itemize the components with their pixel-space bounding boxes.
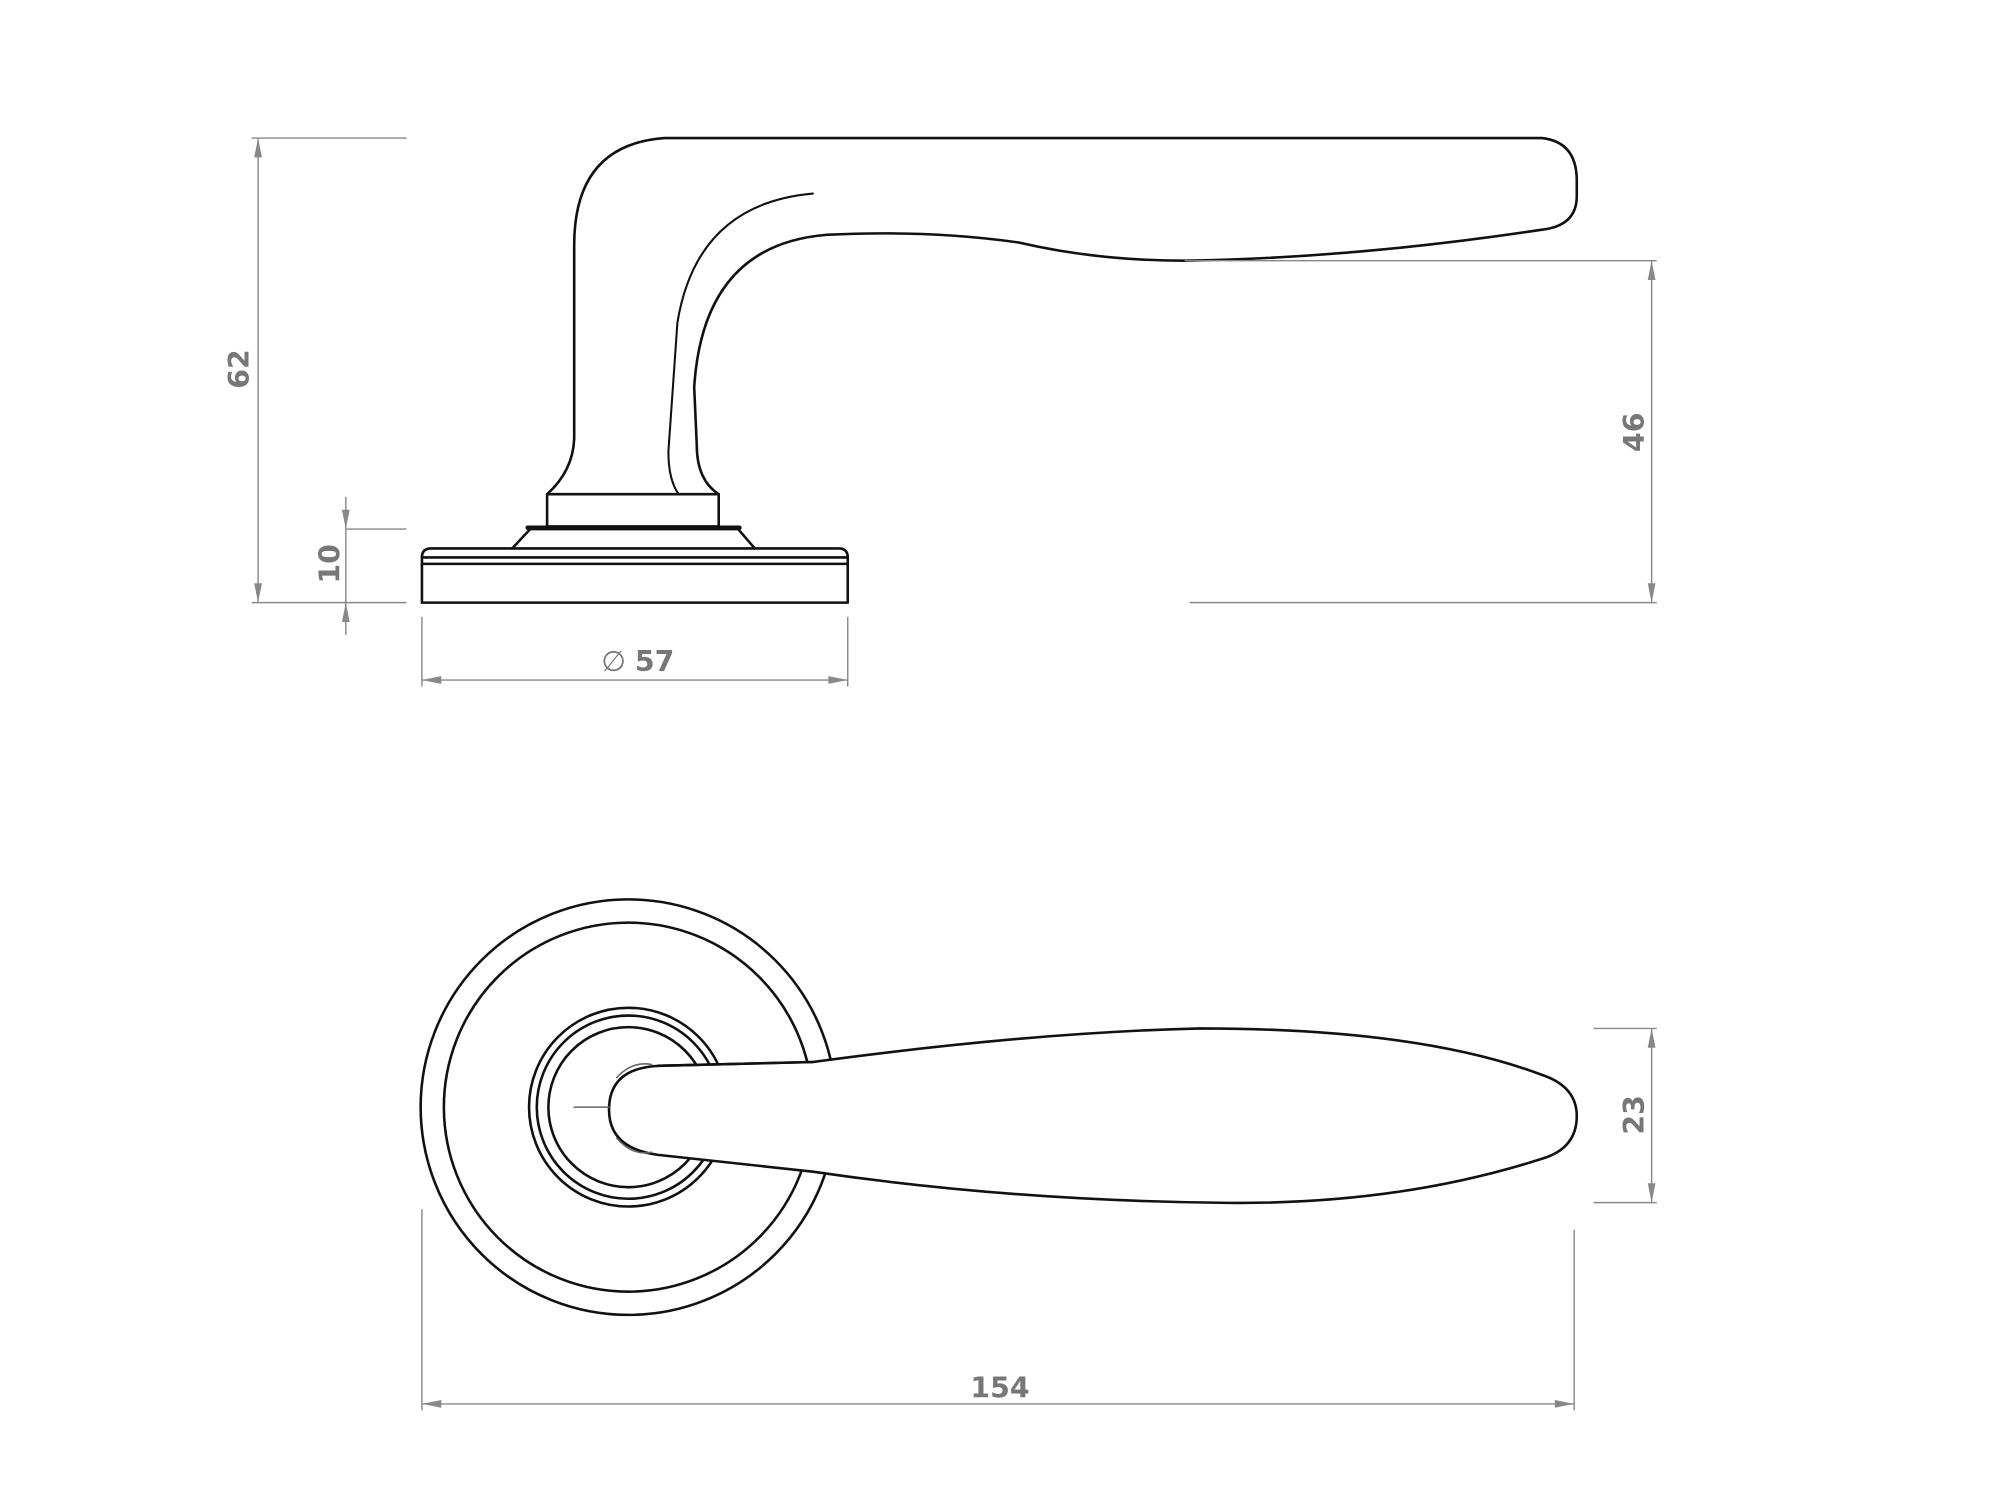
dimension-lever-height: 46	[1184, 259, 1657, 604]
lever-top-view	[607, 1027, 1579, 1205]
dimension-label-57: 57	[635, 645, 674, 678]
lever-inner-edge	[667, 192, 814, 496]
lever-neck-edge	[656, 1060, 815, 1068]
dimension-lever-width: 23	[1593, 1027, 1657, 1204]
dimension-label-46: 46	[1618, 413, 1651, 453]
dimension-height-total: 62	[223, 137, 407, 604]
dimension-length-total: 154	[421, 1209, 1575, 1411]
dimension-label-23: 23	[1618, 1095, 1651, 1135]
rose-chamfer	[510, 527, 757, 550]
dimension-label-62: 62	[223, 349, 256, 389]
collar	[545, 492, 720, 528]
spindle-detail	[573, 1063, 653, 1154]
dimension-rose-diameter: ∅ 57	[421, 616, 849, 687]
dimension-label-154: 154	[970, 1371, 1029, 1404]
lever-outline	[545, 136, 1579, 496]
dimension-label-10: 10	[313, 544, 346, 584]
dimension-rose-height: 10	[313, 496, 407, 635]
side-view	[420, 136, 1579, 604]
rose-base	[420, 547, 850, 604]
diameter-symbol: ∅	[601, 645, 626, 678]
front-view	[419, 898, 1579, 1317]
